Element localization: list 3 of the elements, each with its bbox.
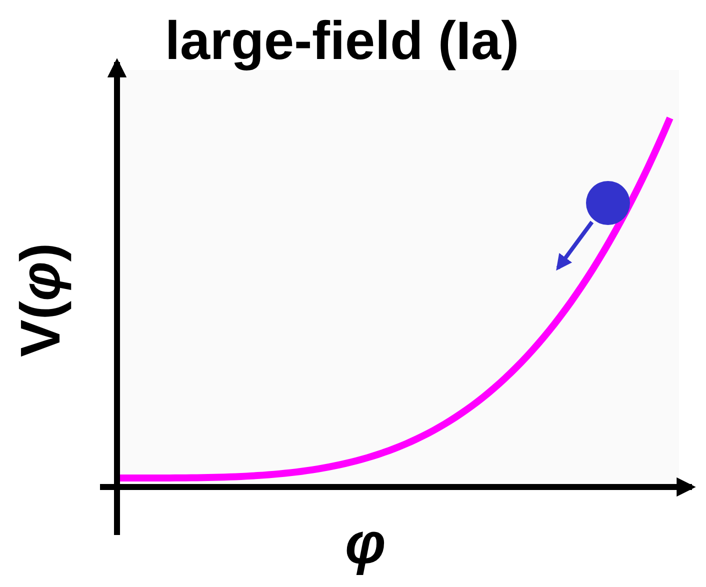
y-axis-label: V(φ) bbox=[8, 242, 72, 358]
x-axis-label: φ bbox=[345, 510, 386, 577]
title: large-field (Ia) bbox=[165, 10, 520, 72]
